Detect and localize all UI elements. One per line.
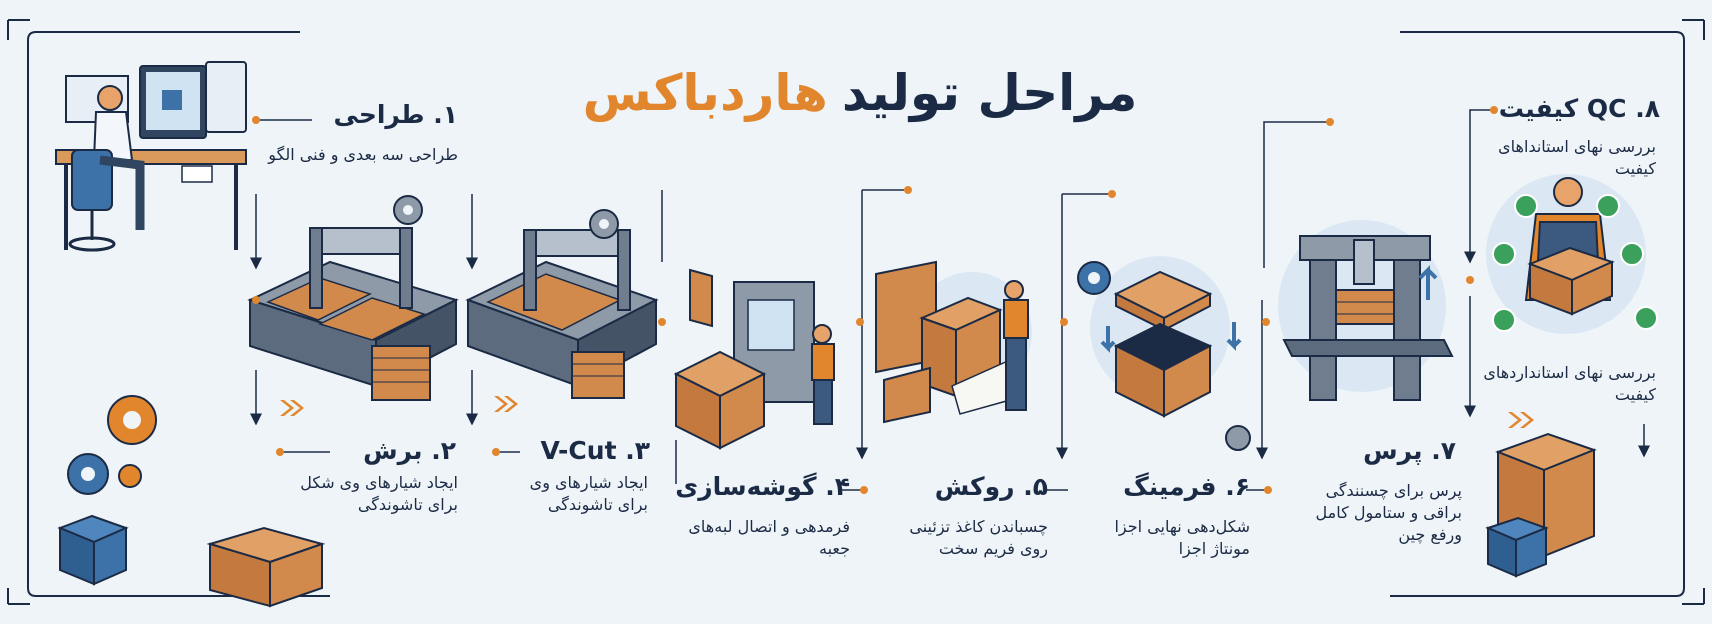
step-2-desc-line-2: برای تاشوندگی [357, 495, 458, 514]
step-5-title: ۵. روکش [934, 472, 1048, 501]
step-6-desc-line-2: مونتاژ اجزا [1178, 539, 1250, 558]
flow-dots [252, 106, 1498, 494]
step-3-title: ۳. V-Cut [540, 436, 650, 465]
step-8-title: ۸. QC کیفیت [1498, 94, 1660, 123]
qc-note-line-2: کیفیت [1614, 385, 1656, 404]
gear-icon [67, 195, 1251, 495]
cnc-cutting-machine-icon [247, 227, 459, 401]
step-7-desc: پرس برای چسنندگی براقی و ستامول کامل ورف… [1282, 480, 1462, 546]
qc-note: بررسی نهای استانداردهای کیفیت [1460, 362, 1656, 406]
corner-forming-machine-icon [673, 268, 835, 450]
step-1-desc-line-1: طراحی سه بعدی و فنی الگو [268, 145, 458, 164]
step-5-desc: چسباندن کاغذ تزئینی روی فریم سخت [880, 516, 1048, 560]
title-part-2: هاردباکس [582, 64, 828, 122]
step-6-desc-line-1: شکل‌دهی نهایی اجزا [1114, 517, 1250, 536]
step-7-desc-line-1: پرس برای چسنندگی [1325, 481, 1462, 500]
page-title: مراحل تولیدهاردباکس [520, 64, 1200, 122]
step-8-desc-line-1: بررسی نهای استانداهای [1498, 137, 1656, 156]
step-7-desc-line-2: براقی و ستامول کامل [1315, 503, 1462, 522]
step-3-desc-line-1: ایجاد شیارهای وی [529, 473, 648, 492]
frame-border [7, 19, 1705, 605]
step-4-title: ۴. گوشه‌سازی [675, 472, 850, 501]
qc-note-line-1: بررسی نهای استانداردهای [1483, 363, 1656, 382]
step-2-title: ۲. برش [363, 436, 456, 465]
wrapping-worker-icon [875, 260, 1032, 424]
press-machine-icon [1278, 220, 1454, 401]
step-7-title: ۷. پرس [1363, 436, 1456, 465]
step-2-desc-line-1: ایجاد شیارهای وی شکل [300, 473, 458, 492]
step-3-desc: ایجاد شیارهای وی برای تاشوندگی [494, 472, 648, 516]
box-stack-icon [57, 432, 1597, 608]
step-6-title: ۶. فرمینگ [1123, 472, 1250, 501]
step-3-desc-line-2: برای تاشوندگی [547, 495, 648, 514]
chevron-arrows-icon [280, 396, 1534, 428]
title-part-1: مراحل تولید [841, 64, 1138, 122]
step-2-desc: ایجاد شیارهای وی شکل برای تاشوندگی [262, 472, 458, 516]
step-8-desc-line-2: کیفیت [1614, 159, 1656, 178]
step-1-title: ۱. طراحی [333, 100, 458, 129]
box-forming-icon [1090, 256, 1242, 418]
step-4-desc-line-2: جعبه [818, 539, 850, 558]
v-groove-machine-icon [465, 229, 659, 399]
step-5-desc-line-1: چسباندن کاغذ تزئینی [909, 517, 1048, 536]
step-5-desc-line-2: روی فریم سخت [938, 539, 1048, 558]
step-6-desc: شکل‌دهی نهایی اجزا مونتاژ اجزا [1082, 516, 1250, 560]
step-8-desc: بررسی نهای استانداهای کیفیت [1470, 136, 1656, 180]
step-4-desc-line-1: فرمدهی و اتصال لبه‌های [688, 517, 850, 536]
step-7-desc-line-3: ورفع چین [1398, 525, 1462, 544]
step-4-desc: فرمدهی و اتصال لبه‌های جعبه [664, 516, 850, 560]
check-icons [1492, 194, 1658, 332]
designer-at-computer-icon [55, 61, 247, 252]
step-1-desc: طراحی سه بعدی و فنی الگو [262, 144, 458, 166]
